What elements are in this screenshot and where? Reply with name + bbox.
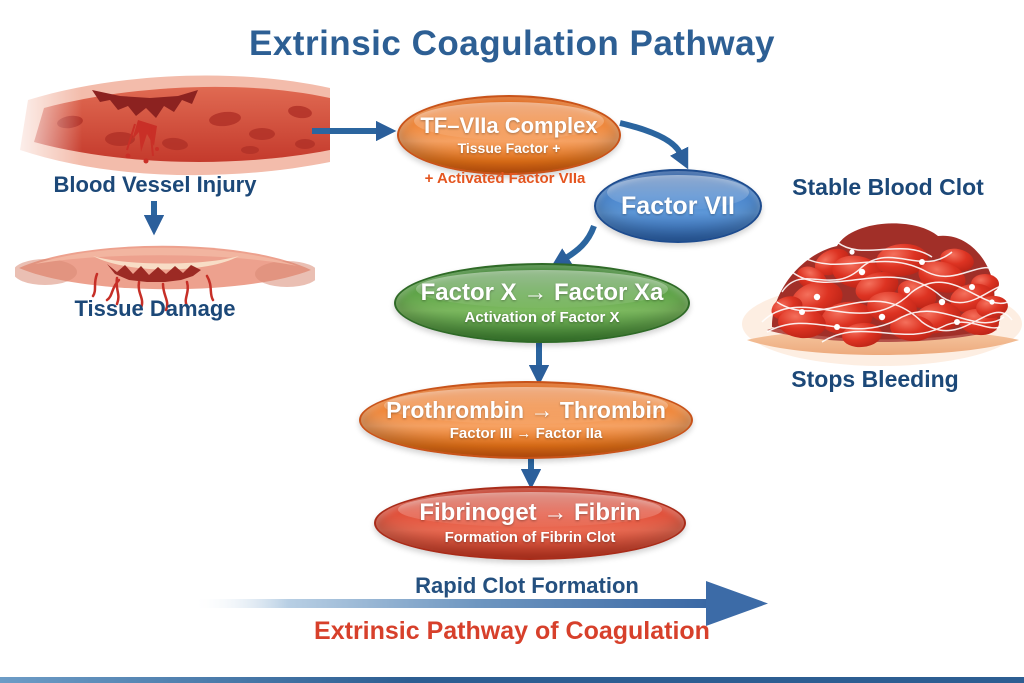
node-tf-viia-complex: TF–VIIa Complex Tissue Factor + [397,95,621,175]
node-fibrin-label: Fibrinoget → Fibrin [419,499,641,527]
node-fibrin-sublabel: Formation of Fibrin Clot [444,528,616,546]
node-factor-vii-label: Factor VII [621,191,735,220]
arrow-factorvii-to-factorx [550,224,597,268]
page-title: Extrinsic Coagulation Pathway [249,24,775,63]
extrinsic-pathway-label: Extrinsic Pathway of Coagulation [314,617,710,645]
node-factor-x-label: Factor X → Factor Xa [420,279,664,307]
node-factor-x: Factor X → Factor Xa Activation of Facto… [394,263,690,343]
timeline-arrow [196,581,768,626]
blood-vessel-injury-illustration [0,64,330,182]
stops-bleeding-label: Stops Bleeding [791,366,959,392]
tissue-damage-label: Tissue Damage [74,296,236,321]
node-tf-viia-sublabel: Tissue Factor + [457,140,561,157]
stable-blood-clot-label: Stable Blood Clot [792,174,984,200]
node-tf-viia-label: TF–VIIa Complex [420,112,598,138]
node-fibrin: Fibrinoget → Fibrin Formation of Fibrin … [374,486,686,560]
bottom-border [0,677,1024,683]
blood-clot-illustration [742,223,1022,366]
node-tf-viia-caption: + Activated Factor VIIa [424,170,586,187]
node-prothrombin: Prothrombin → Thrombin Factor III → Fact… [359,381,693,459]
node-prothrombin-sublabel: Factor III → Factor IIa [449,425,603,443]
arrow-tfviia-to-factorvii [619,120,689,170]
rapid-clot-formation-label: Rapid Clot Formation [415,573,639,598]
node-prothrombin-label: Prothrombin → Thrombin [386,396,666,423]
node-factor-vii: Factor VII [594,169,762,243]
node-factor-x-sublabel: Activation of Factor X [464,308,620,326]
blood-vessel-injury-label: Blood Vessel Injury [53,172,257,197]
tissue-damage-illustration [15,245,315,312]
